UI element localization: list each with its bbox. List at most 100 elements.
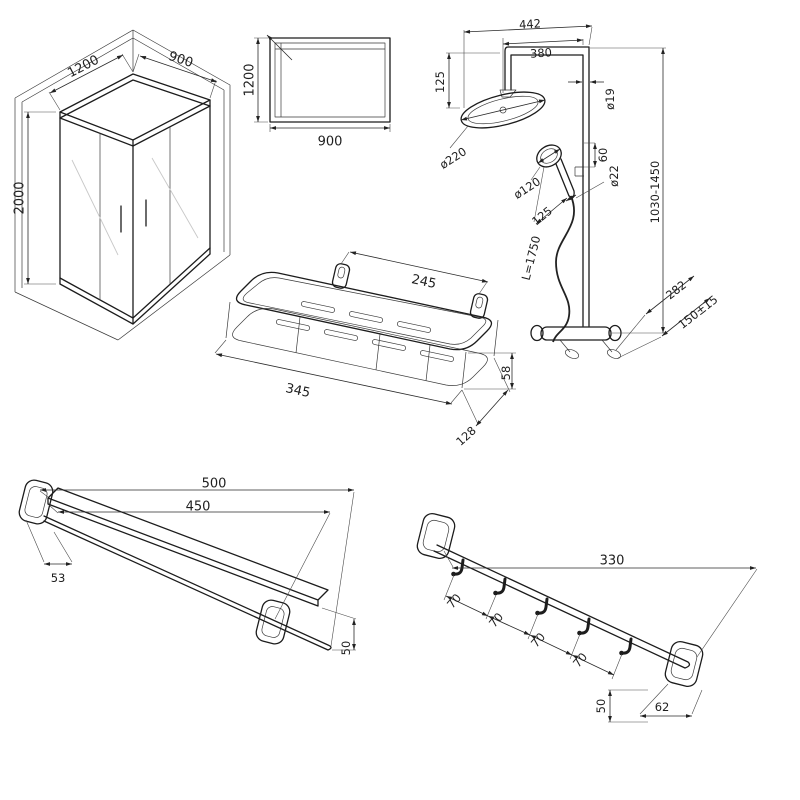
dimension-arrowhead bbox=[576, 38, 583, 43]
dimension-arrowhead bbox=[66, 562, 72, 566]
dim-label-rail-plate-width: 62 bbox=[655, 700, 670, 714]
basket-rim-inner bbox=[242, 277, 487, 345]
dimension-arrowhead bbox=[661, 327, 665, 333]
mixer bbox=[530, 324, 622, 359]
dimension-arrowhead bbox=[686, 714, 692, 718]
plan-door-tracks bbox=[275, 43, 385, 117]
dimension-arrowhead bbox=[352, 619, 356, 625]
dimension-arrowhead bbox=[536, 218, 542, 224]
dimension-arrowhead bbox=[324, 510, 330, 514]
dimension-arrowhead bbox=[116, 55, 123, 60]
dimension-arrowhead bbox=[447, 53, 451, 59]
shower-system: 442 380 125 ø220 ø120 ø19 60 ø22 125 L= bbox=[433, 16, 721, 359]
dimension-arrowhead bbox=[502, 390, 508, 396]
riser-pipe bbox=[504, 46, 590, 327]
basket-wall-bracket-left bbox=[331, 263, 351, 289]
plan-inner-wall bbox=[274, 42, 386, 118]
dim-label-head-drop: 125 bbox=[433, 71, 447, 93]
hook bbox=[535, 597, 549, 616]
dimension-arrowhead bbox=[662, 330, 668, 336]
shower-basket: 245 345 128 58 bbox=[214, 251, 516, 449]
dimension-arrowhead bbox=[553, 149, 560, 154]
dimension-arrowhead bbox=[140, 56, 147, 60]
dimension-arrowhead bbox=[352, 644, 356, 650]
towel-rail-with-shelf: 500 450 53 50 bbox=[18, 477, 357, 655]
dimension-arrowhead bbox=[447, 102, 451, 108]
dimension-arrowhead bbox=[572, 655, 579, 660]
dimension-arrowhead bbox=[538, 158, 545, 163]
plan-outer-wall bbox=[269, 37, 391, 123]
dimension-arrowhead bbox=[510, 353, 514, 359]
dimension-arrowhead bbox=[688, 276, 694, 282]
dimension-arrowhead bbox=[538, 99, 545, 104]
dimension-arrowhead bbox=[704, 298, 710, 304]
hook bbox=[577, 617, 591, 636]
dim-label-rail-overall: 330 bbox=[600, 554, 625, 569]
dim-label-hand-offset: 125 bbox=[529, 204, 555, 229]
hook-rail-mount-right bbox=[664, 641, 704, 687]
dimension-arrowhead bbox=[50, 88, 57, 93]
dimension-arrowhead bbox=[384, 126, 390, 130]
dimension-arrowhead bbox=[461, 116, 468, 121]
wall-outline bbox=[14, 29, 231, 341]
dim-label-plan-depth: 1200 bbox=[243, 63, 258, 96]
dimension-arrowhead bbox=[26, 112, 30, 118]
dim-label-shelf-overall: 500 bbox=[202, 477, 227, 492]
dim-label-basket-width: 128 bbox=[453, 423, 479, 448]
dimension-arrowhead bbox=[58, 510, 64, 514]
dim-label-hose-length: L=1750 bbox=[519, 234, 544, 281]
hook-rail-mount-left bbox=[416, 513, 456, 559]
dimension-arrowhead bbox=[481, 611, 488, 616]
dimension-arrowhead bbox=[523, 630, 530, 635]
basket-wires bbox=[225, 301, 499, 389]
dimension-arrowhead bbox=[576, 80, 582, 84]
dimension-arrowhead bbox=[590, 80, 596, 84]
door-handles bbox=[120, 199, 147, 233]
dim-label-hook-pitch-3: 70 bbox=[528, 630, 548, 650]
dim-label-inlet-spacing: 150±15 bbox=[675, 292, 720, 331]
dimension-arrowhead bbox=[446, 596, 453, 601]
dimension-arrowhead bbox=[510, 383, 514, 389]
dimension-arrowhead bbox=[26, 278, 30, 284]
basket-slots bbox=[275, 301, 455, 362]
hand-shower-holder bbox=[574, 166, 584, 177]
dim-label-basket-height: 58 bbox=[499, 366, 513, 381]
dimension-arrowhead bbox=[216, 353, 223, 358]
dimension-arrowhead bbox=[646, 308, 652, 314]
hook bbox=[493, 577, 507, 596]
dim-label-bracket-spacing: 245 bbox=[410, 272, 437, 292]
dim-label-head-dia: ø220 bbox=[437, 144, 469, 172]
dimension-arrowhead bbox=[270, 126, 276, 130]
dim-label-column-height: 1030-1450 bbox=[648, 161, 662, 224]
dimension-arrowhead bbox=[464, 29, 471, 34]
glass-shelf bbox=[47, 487, 329, 607]
door-dividers bbox=[99, 127, 171, 300]
dim-label-holder-offset: 60 bbox=[596, 148, 610, 163]
shower-enclosure-plan: 1200 900 bbox=[243, 34, 391, 150]
basket-rim-outer bbox=[235, 271, 493, 351]
dimension-arrowhead bbox=[481, 278, 488, 283]
rail-bar bbox=[433, 544, 691, 669]
dimension-arrowhead bbox=[561, 198, 567, 204]
dim-label-plate-width: 53 bbox=[51, 571, 66, 585]
wall-mount-right bbox=[255, 599, 291, 645]
dimension-arrowhead bbox=[608, 690, 612, 696]
basket-wall-bracket-right bbox=[469, 293, 489, 319]
hook-rail: 330 70 70 70 70 50 62 bbox=[416, 513, 758, 723]
dimension-arrowhead bbox=[503, 41, 510, 46]
cabin-top-frame bbox=[59, 73, 211, 147]
dimension-arrowhead bbox=[640, 714, 646, 718]
dimension-arrowhead bbox=[608, 716, 612, 722]
cabin-vertical-edges bbox=[59, 99, 211, 325]
dimension-arrowhead bbox=[585, 24, 592, 29]
dimension-arrowhead bbox=[350, 251, 357, 256]
dim-label-380: 380 bbox=[530, 45, 553, 60]
dim-label-pipe-dia: ø19 bbox=[603, 88, 617, 110]
basket-bottom bbox=[232, 308, 488, 386]
dimension-arrowhead bbox=[488, 616, 495, 621]
dimension-arrowhead bbox=[750, 566, 756, 570]
dim-label-height: 2000 bbox=[13, 181, 28, 214]
dim-label-hook-pitch-1: 70 bbox=[444, 591, 464, 611]
